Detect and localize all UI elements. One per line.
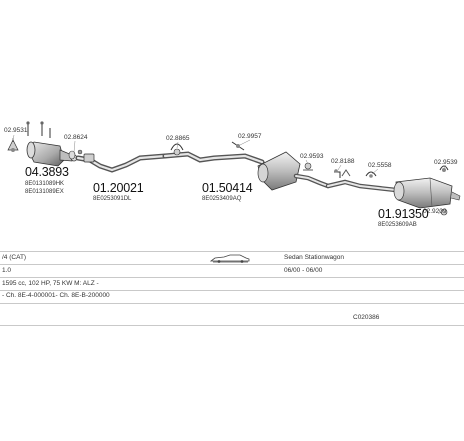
production-years: 06/00 - 06/00 [284,267,323,274]
catalytic-converter [26,141,78,167]
table-divider [0,303,464,304]
leader-lines [12,134,447,215]
fitting-f5-number: 02.9593 [300,153,324,160]
part-code-p3: 01.50414 [202,181,253,195]
fitting-f4-number: 02.9957 [238,133,262,140]
car-body-icon [210,254,250,263]
body-type: Sedan Stationwagon [284,254,344,261]
part-oem-p1-b: 8E0131089EX [25,189,64,195]
table-divider [0,251,464,252]
fitting-f3 [170,143,184,156]
fitting-f2 [68,149,83,160]
table-divider [0,264,464,265]
part-code-p2: 01.20021 [93,181,144,195]
front-pipe [75,153,168,173]
rear-pipe [325,169,399,193]
engine-type: /4 (CAT) [2,254,27,261]
table-divider [0,290,464,291]
part-oem-p1-a: 8E0131089HK [25,181,65,187]
set-code: C020386 [353,314,380,321]
fitting-f1 [7,138,19,152]
fitting-f3-number: 02.8865 [166,135,190,142]
fitting-f9-number: 02.9209 [423,208,447,215]
fitting-f7-number: 02.5558 [368,162,392,169]
part-code-p1: 04.3893 [25,165,69,179]
rear-silencer [393,177,461,209]
fitting-f8-number: 02.9539 [434,159,458,166]
part-oem-p2: 8E0253091DL [93,196,132,202]
table-divider [0,277,464,278]
fitting-f6 [334,169,341,178]
fitting-f7 [365,171,377,178]
fitting-f8 [439,165,449,172]
engine-displacement: 1.0 [2,267,12,274]
part-code-p4: 01.91350 [378,207,429,221]
exhaust-drawing [7,121,461,216]
fitting-f5 [303,162,313,171]
fitting-f1-number: 02.9531 [4,127,28,134]
part-oem-p3: 8E0253409AQ [202,196,242,202]
chassis-range: - Ch. 8E-4-000001- Ch. 8E-B-200000 [2,292,110,299]
fitting-f6-number: 02.8188 [331,158,355,165]
fitting-f2-number: 02.8624 [64,134,88,141]
fitting-f4 [231,141,245,151]
center-pipe [162,151,265,165]
fitting-f1-bolts [26,121,51,138]
middle-silencer [257,151,331,191]
engine-spec: 1595 cc, 102 HP, 75 KW M: ALZ - [2,280,99,287]
part-oem-p4: 8E0253609AB [378,222,417,228]
exhaust-diagram: 02.9531 02.8624 02.8865 02.9957 02.9593 … [4,121,461,228]
table-divider [0,325,464,326]
